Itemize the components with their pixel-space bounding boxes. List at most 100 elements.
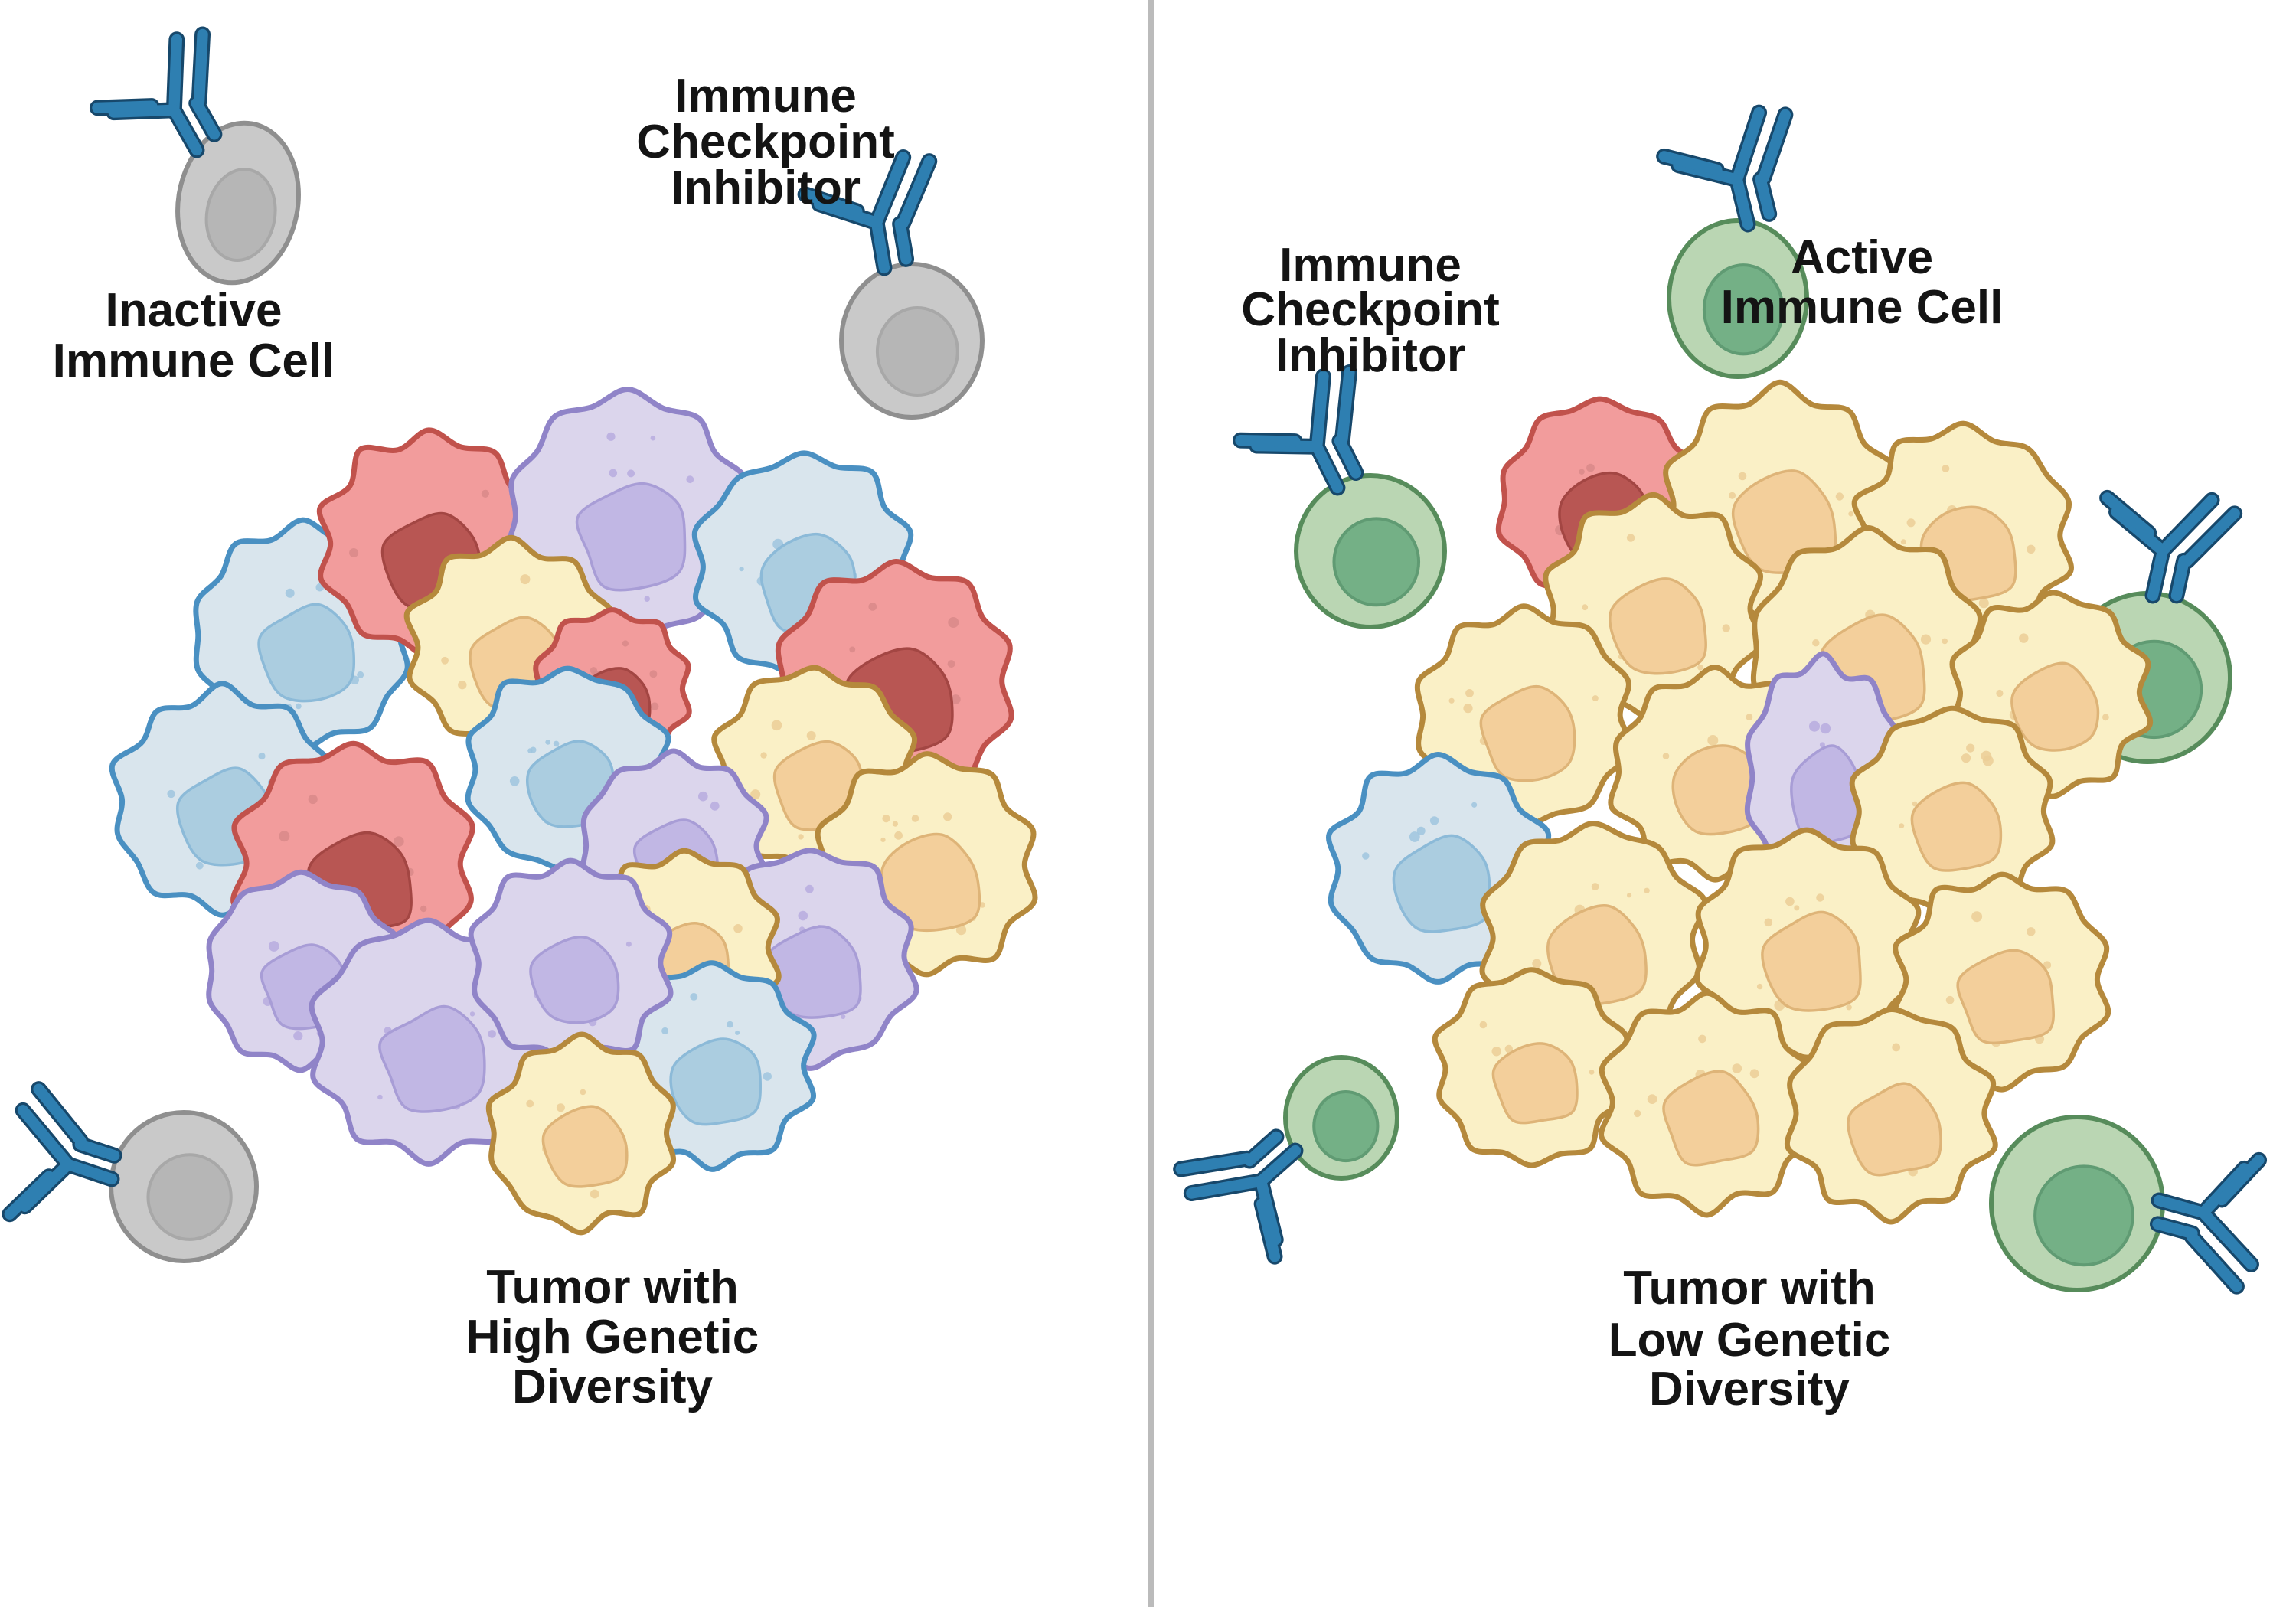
tumor-low-diversity-label-line3: Diversity [1649,1363,1850,1416]
cytoplasm-dot [735,1030,740,1035]
tumor-cell-purple [468,857,674,1067]
cytoplasm-dot [1899,823,1905,828]
cell-nucleus [1312,1090,1380,1163]
cytoplasm-dot [357,671,364,678]
cytoplasm-dot [771,720,782,731]
checkpoint-inhibitor-label-right-line3: Inhibitor [1275,329,1465,382]
labels-layer: Inactive Immune Cell Immune Checkpoint I… [53,70,2004,1416]
cytoplasm-dot [750,789,761,800]
cytoplasm-dot [377,1094,383,1100]
cytoplasm-dot [943,812,952,821]
cytoplasm-dot [849,646,856,653]
cytoplasm-dot [1912,801,1918,807]
antibody-icon [89,26,223,158]
active-immune-cell [1667,218,1809,379]
cytoplasm-dot [690,993,698,1001]
cytoplasm-dot [1732,1063,1742,1073]
cytoplasm-dot [625,941,632,947]
active-immune-cell-label-line1: Active [1791,231,1933,284]
cytoplasm-dot [979,902,985,908]
cytoplasm-dot [1812,639,1820,647]
cytoplasm-dot [1746,714,1753,720]
cytoplasm-dot [1448,697,1455,704]
cell-nucleus [1761,910,1862,1012]
cell-nucleus [1332,517,1421,607]
cytoplasm-dot [1978,598,1989,609]
cytoplasm-dot [841,1014,846,1019]
tumor-low-diversity-label-line2: Low Genetic [1609,1314,1891,1367]
cytoplasm-dot [293,1031,303,1041]
cytoplasm-dot [349,548,359,557]
cytoplasm-dot [1966,743,1975,753]
cytoplasm-dot [1819,742,1825,748]
tumor-cell-yellow [485,1031,676,1236]
cytoplasm-dot [520,574,531,585]
antibody-icon [2099,489,2243,604]
active-immune-cell [1989,1115,2165,1292]
cell-nucleus [378,1004,486,1113]
antibody-icon [1173,1128,1304,1265]
checkpoint-inhibitor-label-right-line1: Immune [1279,239,1462,292]
checkpoint-inhibitor-label-left-line2: Checkpoint [636,116,895,168]
cytoplasm-dot [441,656,449,665]
cytoplasm-dot [1586,463,1595,472]
cell-nucleus [2033,1164,2134,1267]
cytoplasm-dot [1644,887,1650,894]
cytoplasm-dot [798,910,808,921]
cytoplasm-dot [1409,831,1420,842]
cell-nucleus [2010,661,2100,752]
cytoplasm-dot [727,1021,733,1028]
cytoplasm-dot [698,791,708,802]
cytoplasm-dot [911,815,919,822]
cytoplasm-dot [296,703,302,710]
cytoplasm-dot [1707,735,1719,746]
cell-nucleus [1671,744,1765,836]
cytoplasm-dot [1634,1109,1641,1118]
tumor-high-diversity-label-line2: High Genetic [466,1311,759,1364]
cytoplasm-dot [1504,1044,1514,1053]
cytoplasm-dot [882,815,890,823]
tumor-low-diversity-label-line1: Tumor with [1623,1262,1875,1315]
cytoplasm-dot [509,776,520,786]
cytoplasm-dot [1627,893,1632,898]
active-immune-cell [1283,1055,1399,1181]
inactive-immune-cell [109,1110,259,1263]
cytoplasm-dot [285,588,295,598]
cytoplasm-dot [1794,905,1800,911]
cytoplasm-dot [1429,816,1439,825]
cytoplasm-dot [627,469,635,478]
antibody-icon [2,1081,122,1223]
checkpoint-inhibitor-label-left-line3: Inhibitor [671,162,861,214]
cytoplasm-dot [1846,1004,1852,1011]
cytoplasm-dot [1532,959,1542,968]
cytoplasm-dot [1591,883,1599,890]
inactive-immune-cell [175,120,301,286]
checkpoint-inhibitor-label-right-line2: Checkpoint [1241,283,1500,336]
cytoplasm-dot [710,801,720,811]
antibody-icon [797,149,938,276]
cytoplasm-dot [880,837,886,842]
cell-nucleus [529,935,620,1024]
cytoplasm-dot [1785,897,1795,906]
cytoplasm-dot [1479,1021,1488,1029]
cytoplasm-dot [1698,1034,1706,1044]
tumor-cell-yellow [1694,827,1922,1060]
cytoplasm-dot [195,861,204,870]
cytoplasm-dot [951,694,961,704]
cytoplasm-dot [947,660,955,668]
cytoplasm-dot [394,836,404,847]
cell-nucleus [875,306,959,397]
cytoplasm-dot [308,794,318,805]
cytoplasm-dot [1589,1070,1595,1075]
cells-layer [2,26,2268,1295]
cell-nucleus [1910,781,2003,872]
active-immune-cell-label-line2: Immune Cell [1721,281,2004,334]
cell-nucleus [1956,949,2055,1045]
cytoplasm-dot [868,603,877,611]
cytoplasm-dot [1362,852,1370,860]
cell-nucleus [1790,744,1863,848]
cytoplasm-dot [1920,634,1932,645]
cytoplasm-dot [650,435,656,441]
cell-nucleus [541,1105,629,1188]
cytoplasm-dot [1942,465,1950,472]
